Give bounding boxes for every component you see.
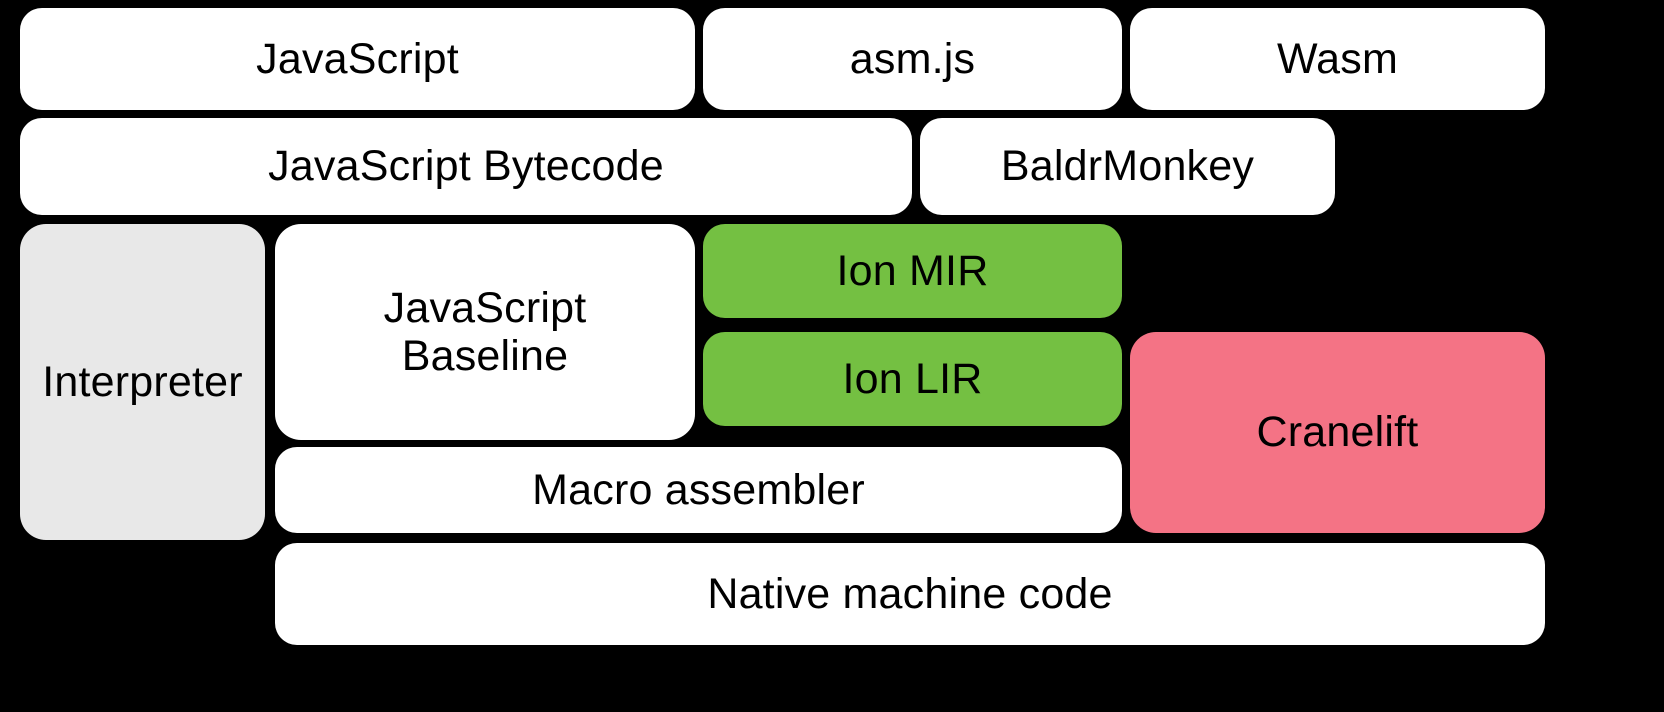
node-ion-mir[interactable]: Ion MIR: [703, 224, 1122, 318]
node-interpreter[interactable]: Interpreter: [20, 224, 265, 540]
node-javascript-bytecode[interactable]: JavaScript Bytecode: [20, 118, 912, 215]
node-ion-lir[interactable]: Ion LIR: [703, 332, 1122, 426]
node-javascript-baseline[interactable]: JavaScript Baseline: [275, 224, 695, 440]
node-asm-js[interactable]: asm.js: [703, 8, 1122, 110]
node-javascript[interactable]: JavaScript: [20, 8, 695, 110]
node-cranelift[interactable]: Cranelift: [1130, 332, 1545, 533]
node-baldrmonkey[interactable]: BaldrMonkey: [920, 118, 1335, 215]
node-macro-assembler[interactable]: Macro assembler: [275, 447, 1122, 533]
node-native-machine-code[interactable]: Native machine code: [275, 543, 1545, 645]
node-wasm[interactable]: Wasm: [1130, 8, 1545, 110]
